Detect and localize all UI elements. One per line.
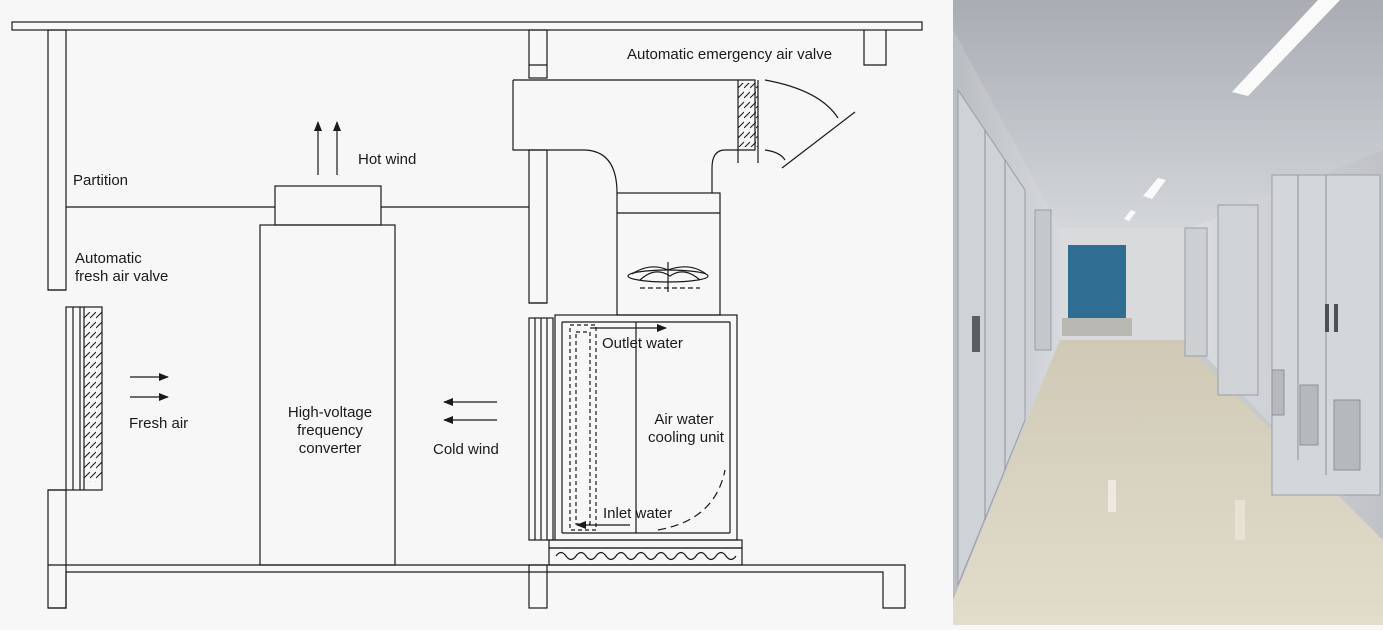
partition-label: Partition [73,172,128,189]
fan-icon [627,262,709,292]
converter-label-line2: frequency [297,422,363,439]
cold-wind-label: Cold wind [433,441,499,458]
fresh-valve-label-line1: Automatic [75,250,142,267]
converter-room-photo [953,0,1383,625]
fresh-air-valve [65,306,103,491]
cooling-unit [548,314,743,549]
converter-cabinet [259,185,396,566]
air-duct [512,79,856,194]
cooling-unit-label-line1: Air water [654,411,713,428]
middle-wall [528,29,548,609]
hot-wind-arrows [314,121,341,175]
fresh-air-arrows [130,373,169,401]
converter-label-line1: High-voltage [288,404,372,421]
cooling-louvre [528,317,554,541]
outlet-water-label: Outlet water [602,335,683,352]
anti-vibration-base [548,547,743,566]
hot-wind-label: Hot wind [358,151,416,168]
cold-wind-arrows [443,398,497,424]
emergency-valve-label: Automatic emergency air valve [627,46,832,63]
roof-slab [11,21,923,31]
converter-label-line3: converter [299,440,362,457]
floor-slab [48,564,906,609]
fresh-valve-label-line2: fresh air valve [75,268,168,285]
fresh-air-label: Fresh air [129,415,188,432]
left-wall [47,29,67,609]
fan-housing [616,192,721,316]
cooling-unit-label-line2: cooling unit [648,429,725,446]
ventilation-diagram: Automatic emergency air valve Hot wind P… [11,21,923,609]
right-roof-notch [863,30,887,66]
inlet-water-label: Inlet water [603,505,672,522]
